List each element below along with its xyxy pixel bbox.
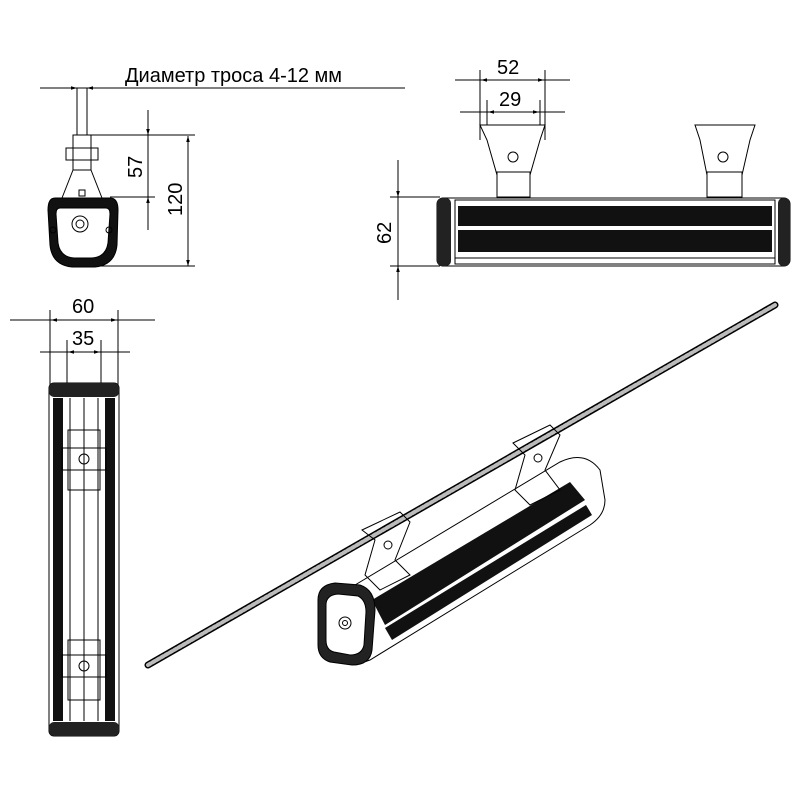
- side-view: 52 29 62: [374, 57, 791, 300]
- fixture-end-cap: [47, 197, 119, 268]
- bracket-right: [694, 124, 756, 198]
- bracket-iso-left: [361, 511, 411, 591]
- front-view: Диаметр троса 4-12 мм 57 120: [40, 65, 405, 268]
- dimension-57: 57: [125, 156, 147, 178]
- fixture-body-top: [48, 382, 120, 737]
- bracket: [61, 134, 103, 199]
- bracket-left: [479, 124, 546, 198]
- bracket-iso-right: [512, 424, 561, 506]
- dimension-35: 35: [72, 328, 94, 350]
- isometric-view: [144, 301, 779, 669]
- dimension-60: 60: [72, 296, 94, 318]
- steel-cable: [144, 301, 779, 669]
- top-view: 60 35: [10, 296, 155, 737]
- dimension-52: 52: [497, 57, 519, 79]
- cable-diameter-note: Диаметр троса 4-12 мм: [125, 65, 342, 87]
- fixture-body-side: [436, 197, 791, 267]
- fixture-body-iso: [317, 457, 606, 666]
- dimension-29: 29: [499, 89, 521, 111]
- dimension-62: 62: [374, 222, 396, 244]
- dimension-120: 120: [165, 183, 187, 216]
